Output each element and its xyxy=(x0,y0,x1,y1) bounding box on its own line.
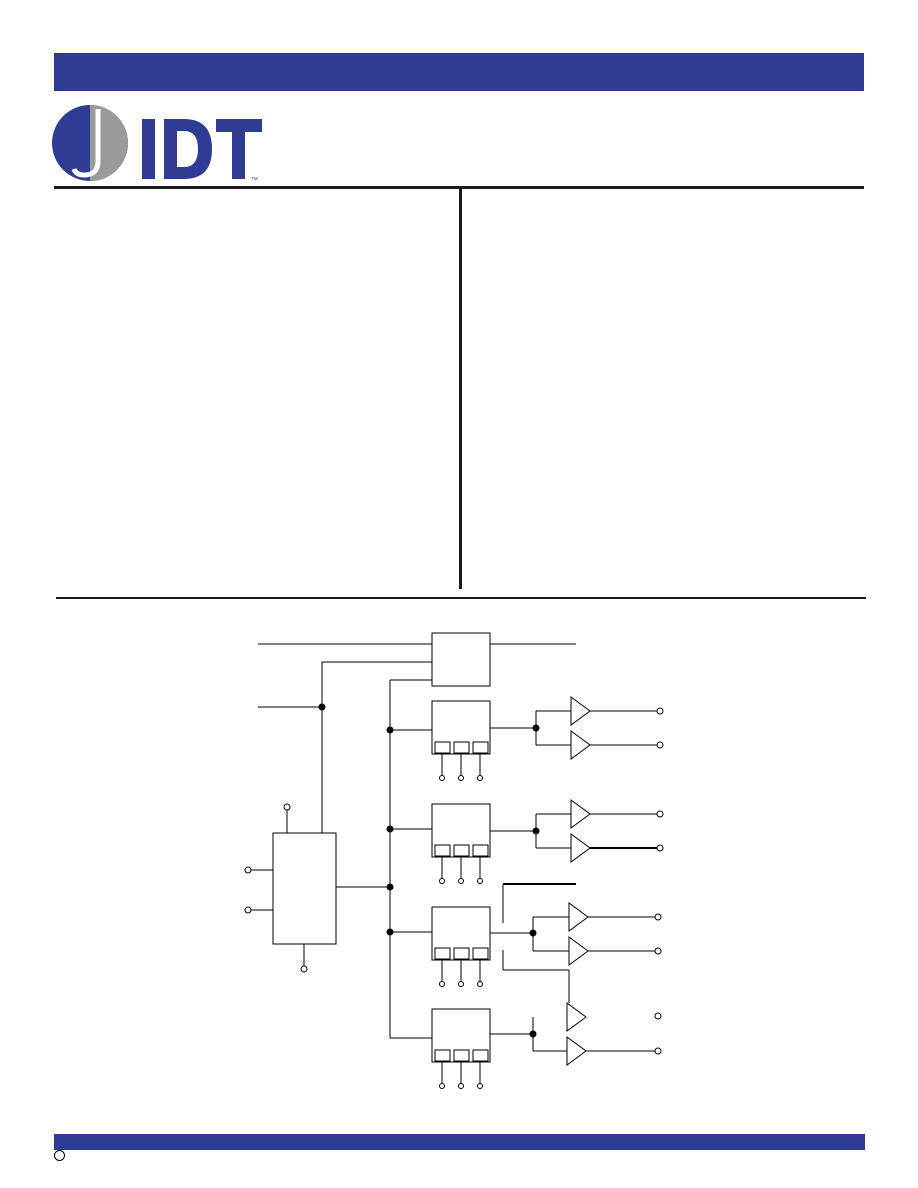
logo-swoosh xyxy=(71,109,101,178)
header-bar xyxy=(54,53,864,91)
section-divider xyxy=(56,597,866,599)
header-divider xyxy=(54,186,864,189)
logo-letter-t xyxy=(216,119,262,179)
divider-block-2 xyxy=(390,799,664,884)
clock-bus xyxy=(386,680,394,1038)
logo-trademark: ™ xyxy=(251,177,258,183)
block-diagram xyxy=(244,632,664,1089)
top-block xyxy=(258,632,576,687)
column-divider xyxy=(459,189,462,589)
divider-block-4 xyxy=(390,1002,662,1089)
footer-bar xyxy=(54,1134,865,1150)
divider-block-1 xyxy=(390,696,664,781)
idt-logo-icon: ™ xyxy=(52,105,262,183)
copyright-circle-icon xyxy=(54,1150,65,1161)
control-block xyxy=(244,662,390,973)
logo-letter-i xyxy=(142,119,155,179)
divider-block-3 xyxy=(390,883,662,1003)
logo-letter-d xyxy=(164,119,212,179)
